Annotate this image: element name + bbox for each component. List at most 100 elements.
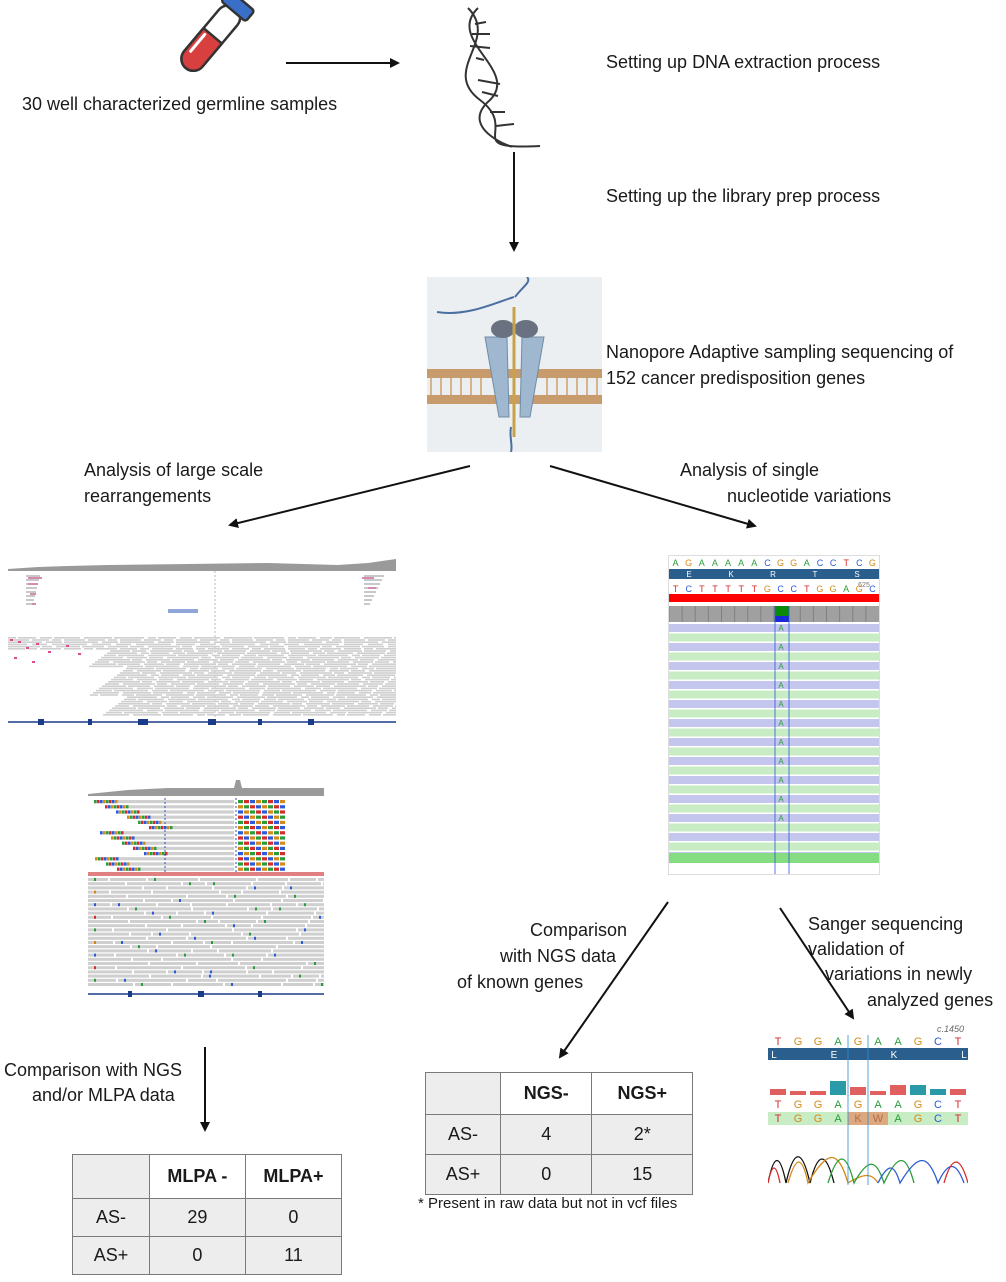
trace — [827, 1158, 915, 1185]
amino-acid: E — [686, 570, 691, 579]
ref-base: G — [685, 558, 692, 568]
ref-base: T — [955, 1036, 962, 1048]
comp-base: T — [712, 584, 718, 594]
quality-bar — [950, 1089, 966, 1095]
comp-base: C — [685, 584, 692, 594]
comp-base: T — [738, 584, 744, 594]
seq1-base: T — [775, 1099, 782, 1111]
seq1-base: A — [894, 1099, 902, 1111]
seq2-base: G — [814, 1113, 823, 1125]
amino-acid: L — [771, 1050, 777, 1061]
ref-base: A — [894, 1036, 902, 1048]
seq2-base: W — [873, 1113, 884, 1125]
table-cell: 2* — [591, 1114, 693, 1155]
comp-base: A — [843, 584, 849, 594]
table-cell: 0 — [499, 1154, 593, 1195]
ref-base: G — [777, 558, 784, 568]
alt-base: A — [778, 662, 784, 671]
quality-bar — [830, 1081, 846, 1095]
trace — [768, 1156, 835, 1184]
seq2-base: T — [775, 1113, 782, 1125]
table-corner — [425, 1072, 501, 1115]
sanger-label-1: Sanger sequencing — [808, 914, 964, 934]
sanger-label-4: analyzed genes — [867, 990, 994, 1010]
quality-bar — [850, 1087, 866, 1095]
mlpa-comparison-label-1: Comparison with NGS — [4, 1060, 183, 1080]
snv-label-2: nucleotide variations — [727, 486, 892, 506]
comp-base: T — [673, 584, 679, 594]
dna-extraction-label: Setting up DNA extraction process — [606, 52, 881, 72]
alt-base: A — [778, 624, 784, 633]
ref-base: A — [751, 558, 757, 568]
seq2-base: A — [894, 1113, 902, 1125]
samples-label: 30 well characterized germline samples — [22, 94, 338, 114]
quality-bar — [790, 1091, 806, 1095]
seq1-base: G — [814, 1099, 823, 1111]
alt-base: A — [778, 738, 784, 747]
amino-acid: K — [891, 1050, 898, 1061]
ref-base: A — [673, 558, 679, 568]
comp-base: C — [790, 584, 797, 594]
alt-base: A — [778, 681, 784, 690]
quality-bar — [870, 1091, 886, 1095]
ref-base: A — [874, 1036, 882, 1048]
quality-bar — [910, 1085, 926, 1095]
table-cell: 11 — [244, 1236, 343, 1275]
alt-base: A — [778, 795, 784, 804]
ref-base: G — [794, 1036, 803, 1048]
trace — [787, 1156, 879, 1185]
ref-base: G — [790, 558, 797, 568]
ref-base: A — [804, 558, 810, 568]
sanger-label-3: variations in newly — [825, 964, 973, 984]
seq2-base: T — [955, 1113, 962, 1125]
table-cell: 29 — [149, 1198, 246, 1237]
row-label-as-neg: AS- — [72, 1198, 150, 1237]
seq2-base: G — [794, 1113, 803, 1125]
quality-bar — [930, 1089, 946, 1095]
sanger-label-2: validation of — [808, 939, 905, 959]
large-scale-viewer-2 — [88, 780, 324, 1002]
ref-base: G — [814, 1036, 823, 1048]
comp-base: G — [830, 584, 837, 594]
ref-base: A — [712, 558, 718, 568]
table-cell: 4 — [499, 1114, 593, 1155]
seq2-base: C — [934, 1113, 942, 1125]
ref-base: C — [764, 558, 771, 568]
mlpa-neg-header: MLPA - — [149, 1154, 246, 1199]
trace — [877, 1160, 965, 1185]
large-scale-viewer-1 — [8, 557, 396, 735]
seq1-base: G — [794, 1099, 803, 1111]
amino-acid: S — [854, 570, 859, 579]
ref-base: G — [854, 1036, 863, 1048]
alt-base: A — [778, 719, 784, 728]
dna-helix-icon — [464, 7, 541, 148]
ref-base: C — [830, 558, 837, 568]
quality-bar — [770, 1089, 786, 1095]
quality-bar — [890, 1085, 906, 1095]
row-label-as-pos: AS+ — [425, 1154, 501, 1195]
row-label-as-neg: AS- — [425, 1114, 501, 1155]
seq1-base: G — [854, 1099, 863, 1111]
seq2-base: A — [834, 1113, 842, 1125]
comp-base: G — [764, 584, 771, 594]
seq1-base: T — [955, 1099, 962, 1111]
mlpa-comparison-label-2: and/or MLPA data — [32, 1085, 175, 1105]
cdna-position: c.1450 — [937, 1024, 964, 1034]
comp-base: G — [816, 584, 823, 594]
comp-base: G — [856, 584, 863, 594]
library-prep-label: Setting up the library prep process — [606, 186, 881, 206]
sequencing-label-2: 152 cancer predisposition genes — [606, 368, 866, 388]
amino-acid: E — [831, 1050, 838, 1061]
ref-base: T — [843, 558, 849, 568]
ref-base: A — [725, 558, 731, 568]
seq1-base: A — [874, 1099, 882, 1111]
alt-base: A — [778, 776, 784, 785]
position-label: 625 — [858, 582, 870, 589]
ref-base: G — [869, 558, 876, 568]
alt-base: A — [778, 757, 784, 766]
amino-acid: T — [813, 570, 818, 579]
ref-base: C — [817, 558, 824, 568]
comp-base: C — [777, 584, 784, 594]
